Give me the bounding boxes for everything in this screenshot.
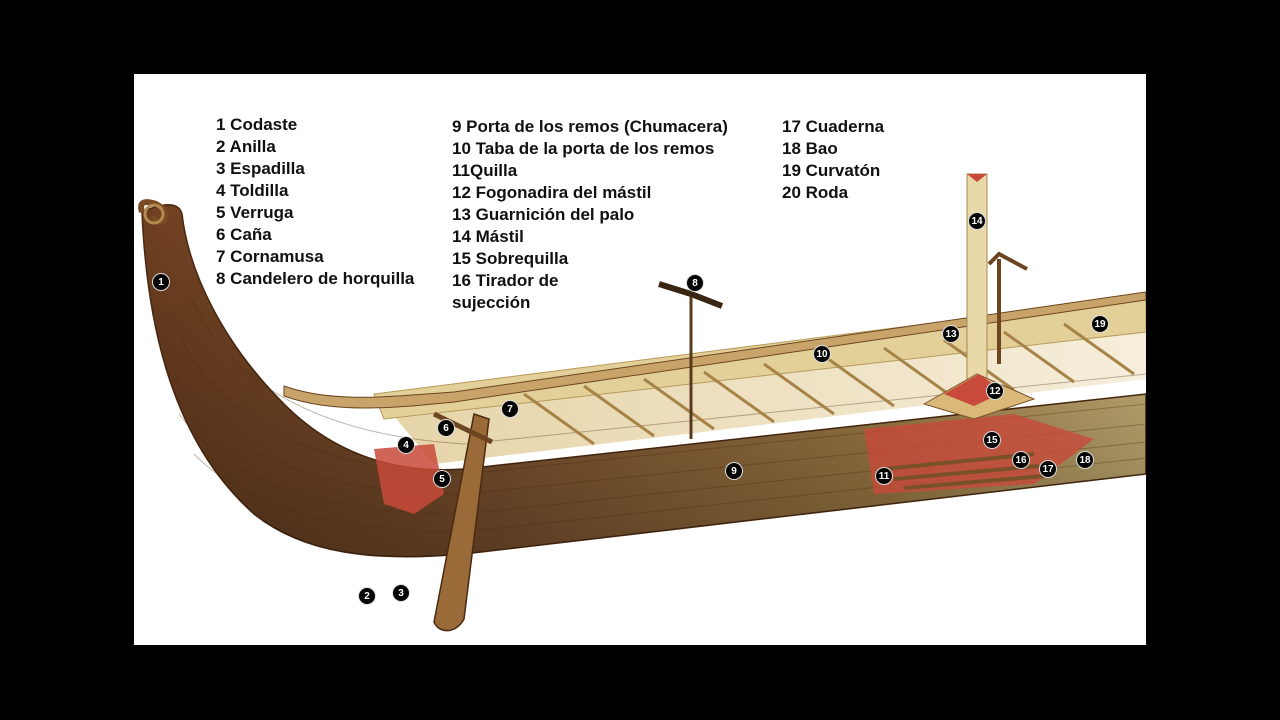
legend-column-3: 17 Cuaderna 18 Bao 19 Curvatón 20 Roda bbox=[782, 116, 884, 204]
stern-cutaway bbox=[374, 444, 444, 514]
marker-3: 3 bbox=[392, 584, 410, 602]
legend-item: 4 Toldilla bbox=[216, 181, 289, 200]
legend-item: 15 Sobrequilla bbox=[452, 249, 569, 268]
legend-item: 18 Bao bbox=[782, 139, 838, 158]
legend-item: 12 Fogonadira del mástil bbox=[452, 183, 652, 202]
legend-item: 13 Guarnición del palo bbox=[452, 205, 635, 224]
legend-item: 2 Anilla bbox=[216, 137, 276, 156]
legend-item: 6 Caña bbox=[216, 225, 272, 244]
legend-item: 5 Verruga bbox=[216, 203, 294, 222]
marker-15: 15 bbox=[983, 431, 1001, 449]
legend-item: 8 Candelero de horquilla bbox=[216, 269, 415, 288]
marker-11: 11 bbox=[875, 467, 893, 485]
mid-cutaway bbox=[864, 414, 1094, 494]
marker-17: 17 bbox=[1039, 460, 1057, 478]
marker-13: 13 bbox=[942, 325, 960, 343]
legend-item: 7 Cornamusa bbox=[216, 247, 324, 266]
legend-item: 20 Roda bbox=[782, 183, 849, 202]
steering-oar bbox=[433, 413, 490, 632]
marker-14: 14 bbox=[968, 212, 986, 230]
legend-item: 17 Cuaderna bbox=[782, 117, 885, 136]
marker-9: 9 bbox=[725, 462, 743, 480]
legend-item: 10 Taba de la porta de los remos bbox=[452, 139, 715, 158]
marker-8: 8 bbox=[686, 274, 704, 292]
legend-item: 9 Porta de los remos (Chumacera) bbox=[452, 117, 728, 136]
marker-19: 19 bbox=[1091, 315, 1109, 333]
diagram-canvas: 1 Codaste 2 Anilla 3 Espadilla 4 Toldill… bbox=[134, 74, 1146, 645]
legend-column-2: 9 Porta de los remos (Chumacera) 10 Taba… bbox=[452, 116, 782, 314]
marker-7: 7 bbox=[501, 400, 519, 418]
legend-item: 14 Mástil bbox=[452, 227, 524, 246]
marker-10: 10 bbox=[813, 345, 831, 363]
legend-item: 16 Tirador de sujección bbox=[452, 271, 559, 312]
marker-18: 18 bbox=[1076, 451, 1094, 469]
marker-4: 4 bbox=[397, 436, 415, 454]
legend-column-1: 1 Codaste 2 Anilla 3 Espadilla 4 Toldill… bbox=[216, 114, 414, 290]
legend-item: 1 Codaste bbox=[216, 115, 298, 134]
legend-item: 19 Curvatón bbox=[782, 161, 881, 180]
viking-ship-illustration bbox=[138, 173, 1146, 632]
marker-1: 1 bbox=[152, 273, 170, 291]
marker-12: 12 bbox=[986, 382, 1004, 400]
gunwale bbox=[283, 291, 1146, 409]
legend-item: 11Quilla bbox=[452, 161, 518, 180]
legend-item: 3 Espadilla bbox=[216, 159, 305, 178]
marker-2: 2 bbox=[358, 587, 376, 605]
marker-6: 6 bbox=[437, 419, 455, 437]
marker-16: 16 bbox=[1012, 451, 1030, 469]
marker-5: 5 bbox=[433, 470, 451, 488]
